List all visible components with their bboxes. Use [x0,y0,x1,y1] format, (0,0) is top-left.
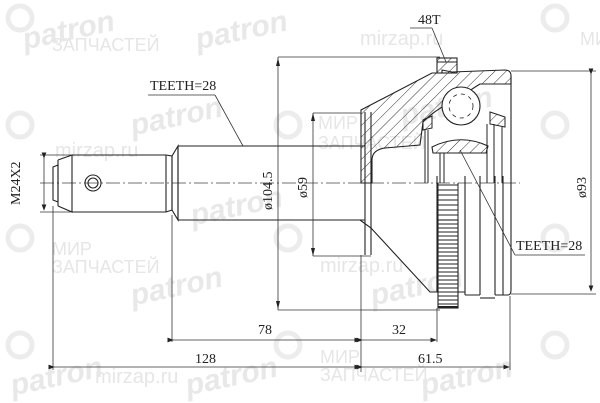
abs-ring-teeth [438,223,458,308]
length-78-label: 78 [258,323,272,338]
length-61-5-label: 61.5 [418,352,443,367]
length-32-label: 32 [392,323,406,338]
abs-ring-label: 48T [418,13,441,28]
inner-teeth-label: TEETH=28 [516,239,583,254]
body-diameter-label: ø93 [575,177,590,198]
outer-diameter-label: ø104.5 [261,171,276,211]
abs-ring-teeth-upper [437,183,459,308]
shaft-teeth-label: TEETH=28 [150,79,217,94]
length-128-label: 128 [195,352,216,367]
thread-label: M24X2 [9,161,24,205]
watermark-logo-icons [5,3,570,360]
seal-diameter-label: ø59 [296,177,311,198]
